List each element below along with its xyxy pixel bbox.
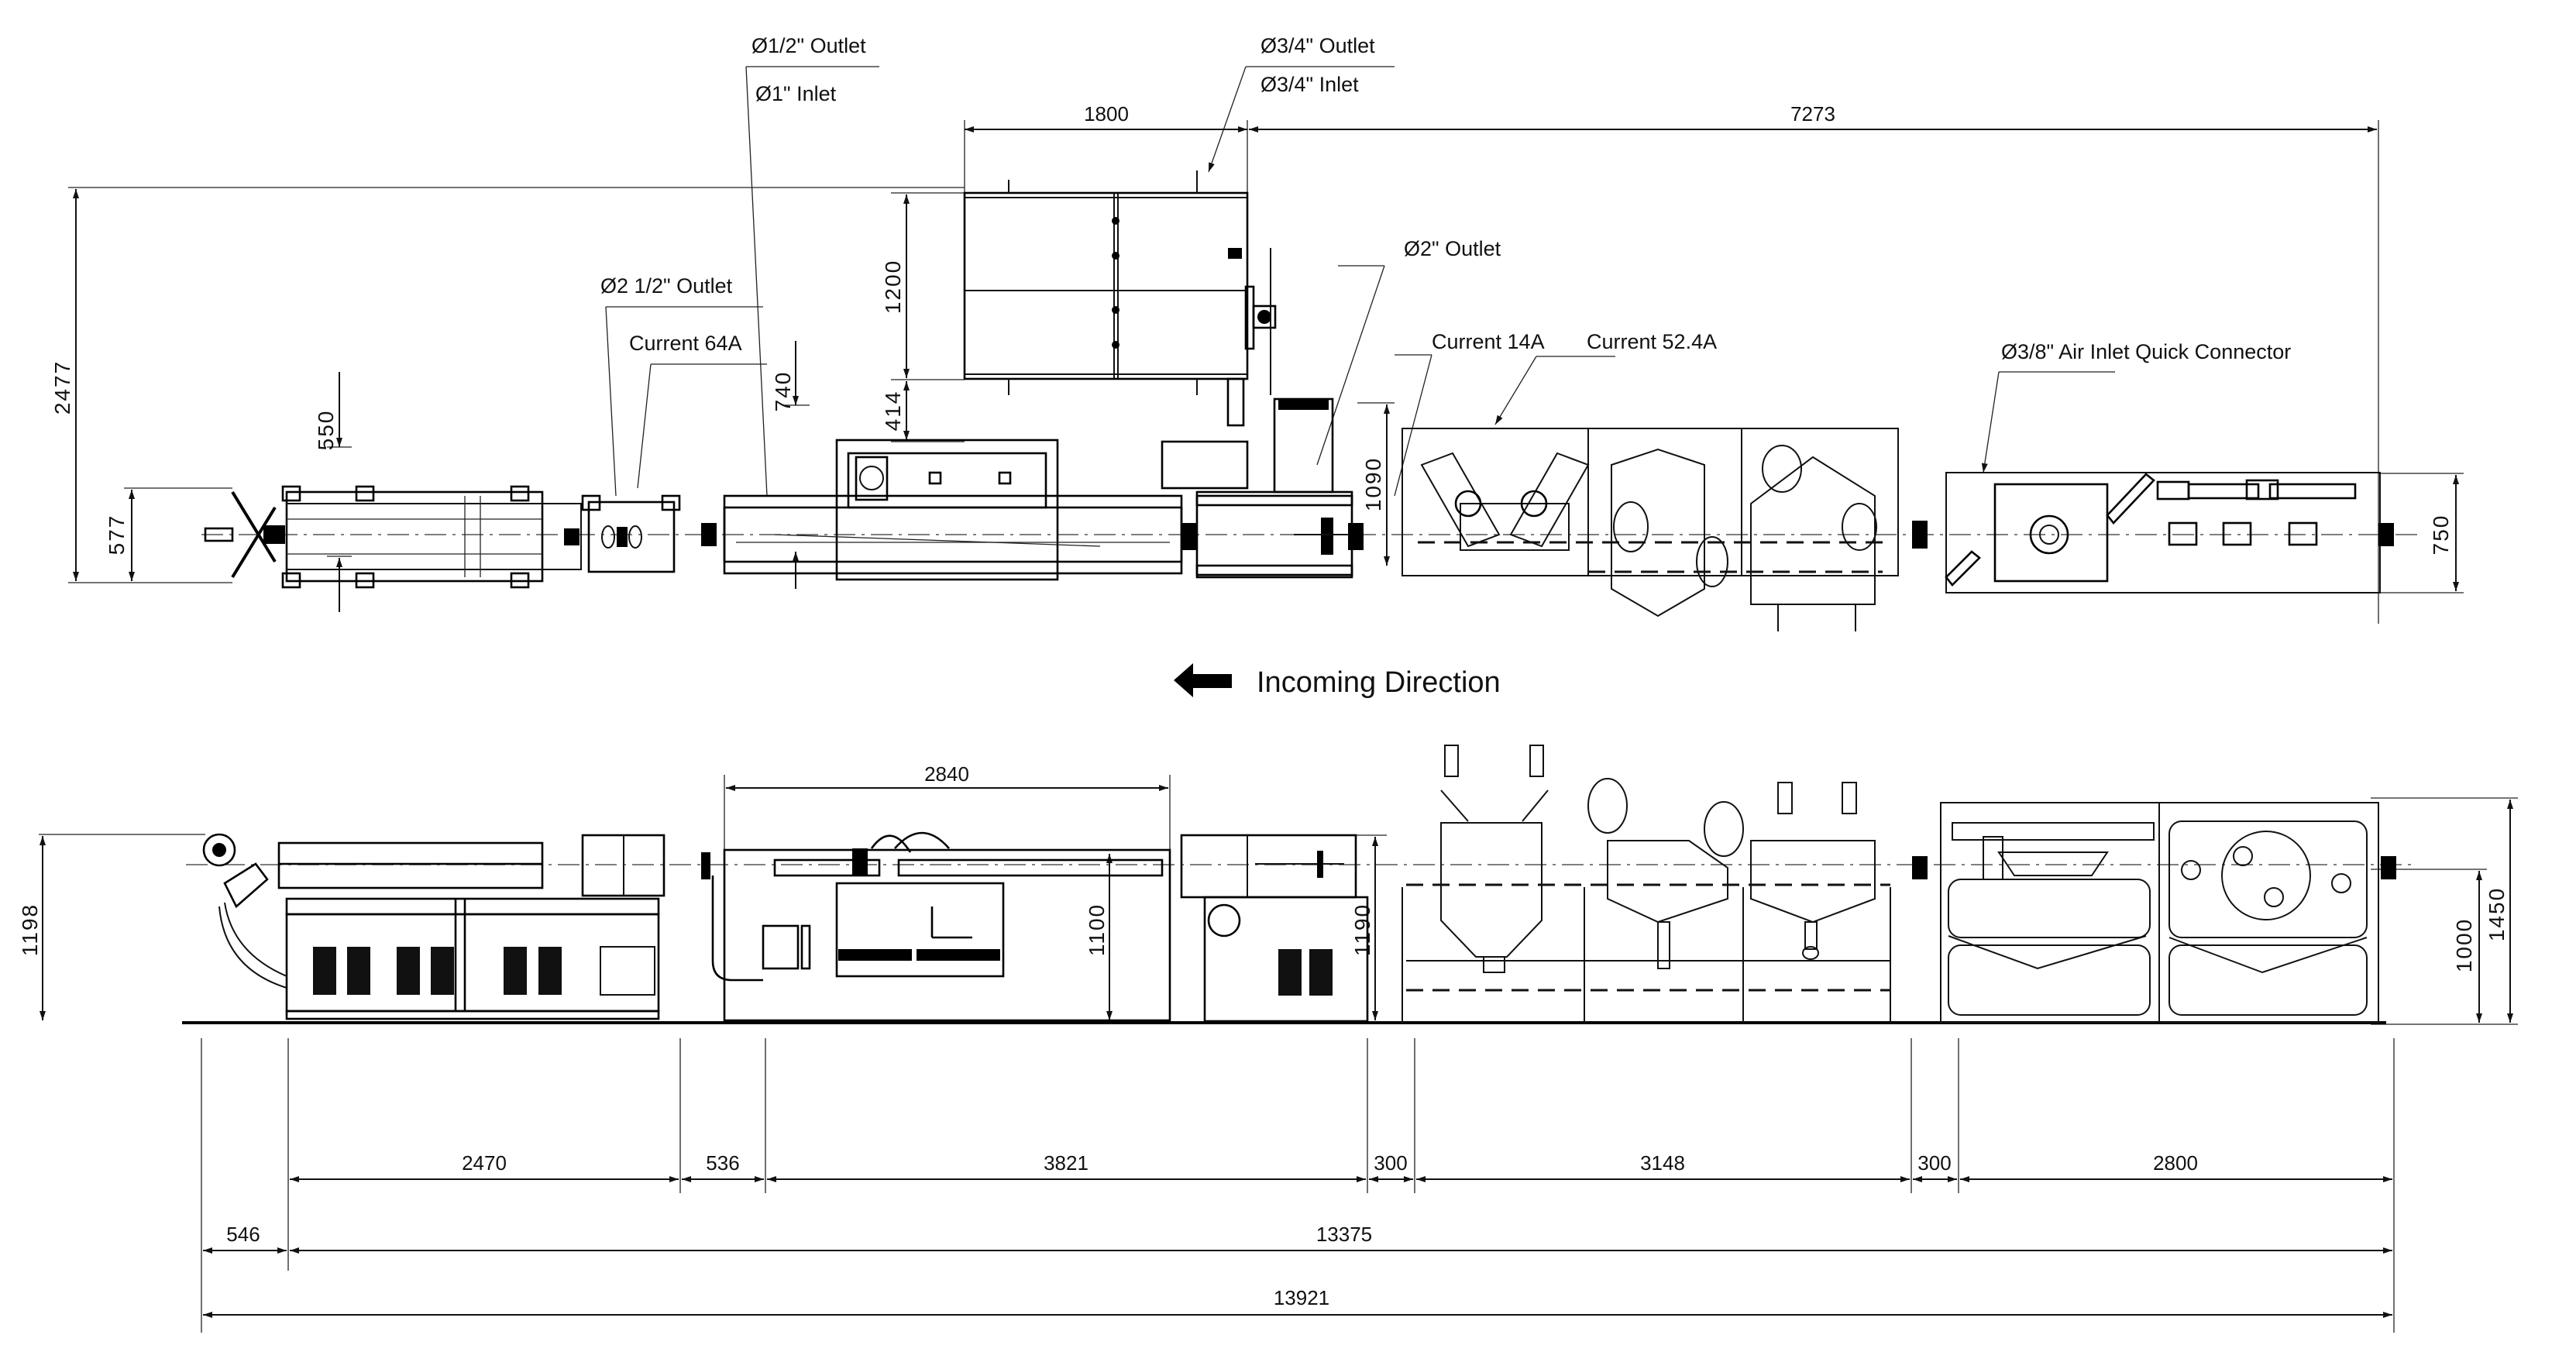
- cooling-trough-elevation: [701, 831, 1171, 1022]
- callout-current-64a: Current 64A: [629, 332, 742, 355]
- dim-segment-7: 2800: [2153, 1151, 2198, 1175]
- cooling-trough-plan: [701, 439, 1183, 581]
- dim-tank-to-end: 7273: [1790, 102, 1835, 126]
- dim-segment-6: 300: [1917, 1151, 1951, 1175]
- direction-label: Incoming Direction: [1257, 666, 1501, 699]
- crosshead-plan: [564, 494, 681, 573]
- dim-segment-2: 536: [706, 1151, 739, 1175]
- callout-half-inch-outlet: Ø1/2" Outlet: [751, 34, 866, 57]
- dim-segment-3: 3821: [1044, 1151, 1089, 1175]
- dim-overall-length: 13921: [1274, 1286, 1329, 1309]
- elevation-view: [182, 745, 2417, 1024]
- plan-view: [201, 170, 2417, 631]
- payoff-reel-elevation: [202, 833, 287, 989]
- extruder-plan: [281, 485, 582, 589]
- accumulator-plan: [1401, 428, 1899, 631]
- dim-tank-gap: 414: [881, 390, 905, 432]
- take-up-plan: [1912, 472, 2394, 593]
- dim-unit-depth-550: 550: [314, 410, 338, 451]
- haul-off-plan: [1181, 397, 1364, 579]
- plan-view-dimensions: 1800 7273 2477 577 550 740 1200 414 1: [50, 102, 2464, 624]
- dim-centre-height: 1000: [2452, 918, 2476, 972]
- dim-segment-5: 3148: [1640, 1151, 1685, 1175]
- dim-payoff-width: 577: [105, 514, 129, 556]
- callout-current-14a: Current 14A: [1432, 330, 1545, 353]
- dim-end-unit-depth: 750: [2429, 514, 2453, 556]
- extruder-elevation: [277, 834, 665, 1020]
- callout-current-52-4a: Current 52.4A: [1587, 330, 1717, 353]
- callout-one-inch-inlet: Ø1" Inlet: [755, 82, 837, 105]
- callout-two-inch-outlet: Ø2" Outlet: [1404, 237, 1501, 260]
- dim-tank-width: 1800: [1084, 102, 1129, 126]
- dim-overall-depth: 2477: [50, 360, 74, 415]
- dim-height-1100: 1100: [1085, 903, 1109, 956]
- elevation-dimensions: 2840 1198 1100 1190 1000 1450: [18, 762, 2518, 1025]
- payoff-unit-plan: [204, 490, 285, 579]
- dim-trough-length: 2840: [924, 762, 969, 786]
- haul-off-elevation: [1180, 834, 1369, 1023]
- callout-two-half-outlet: Ø2 1/2" Outlet: [600, 274, 733, 298]
- arrow-left-icon: [1174, 663, 1232, 697]
- water-tank-plan: [963, 170, 1277, 427]
- dim-height-1190: 1190: [1350, 903, 1374, 956]
- incoming-direction: Incoming Direction: [1174, 663, 1501, 699]
- dim-unit-depth-1090: 1090: [1361, 457, 1385, 511]
- callout-air-inlet: Ø3/8" Air Inlet Quick Connector: [2001, 340, 2291, 363]
- dim-unit-depth-740: 740: [771, 371, 795, 412]
- dim-segment-4: 300: [1374, 1151, 1407, 1175]
- callouts: Ø1/2" Outlet Ø1" Inlet Ø3/4" Outlet Ø3/4…: [600, 34, 2291, 497]
- take-up-elevation: [1912, 802, 2396, 1023]
- dim-overall-height: 1450: [2485, 887, 2509, 941]
- accumulator-elevation: [1401, 745, 1891, 1023]
- length-dimension-chain: 2470 536 3821 300 3148 300 2800 546 1337…: [201, 1038, 2395, 1333]
- dim-machine-length: 13375: [1316, 1223, 1372, 1246]
- dim-tank-depth: 1200: [881, 260, 905, 314]
- dim-segment-1: 2470: [462, 1151, 507, 1175]
- control-box-plan: [1161, 440, 1249, 490]
- dim-height-1198: 1198: [18, 903, 42, 956]
- callout-three-quarter-inlet: Ø3/4" Inlet: [1260, 73, 1359, 96]
- callout-three-quarter-outlet: Ø3/4" Outlet: [1260, 34, 1375, 57]
- dim-offset: 546: [226, 1223, 260, 1246]
